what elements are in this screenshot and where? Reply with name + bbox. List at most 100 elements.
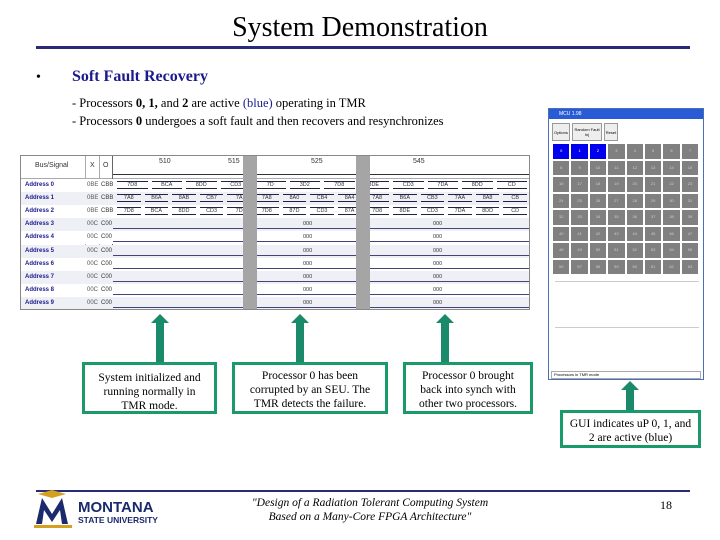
processor-cell[interactable]: 32 — [553, 210, 570, 225]
processor-cell[interactable]: 2 — [589, 144, 607, 159]
processor-cell[interactable]: 22 — [663, 177, 680, 192]
fault-inject-button[interactable]: Random Fault Inj — [572, 123, 602, 141]
signal-x-value: 00C — [87, 273, 99, 280]
processor-cell[interactable]: 59 — [608, 259, 625, 274]
processor-cell[interactable]: 62 — [663, 259, 680, 274]
bus-segment: 7D8 — [117, 207, 141, 216]
processor-cell[interactable]: 4 — [626, 144, 643, 159]
processor-cell[interactable]: 58 — [589, 259, 607, 274]
processor-cell[interactable]: 18 — [589, 177, 607, 192]
processor-cell[interactable]: 12 — [626, 160, 643, 175]
processor-cell[interactable]: 44 — [626, 226, 643, 241]
processor-cell[interactable]: 24 — [553, 193, 570, 208]
bus-segment: CD — [503, 207, 527, 216]
montana-state-logo: MONTANA STATE UNIVERSITY — [34, 490, 158, 528]
processor-cell[interactable]: 48 — [553, 243, 570, 258]
processor-cell[interactable]: 31 — [681, 193, 699, 208]
bullet-heading: Soft Fault Recovery — [72, 68, 208, 85]
processor-cell[interactable]: 27 — [608, 193, 625, 208]
signal-value: 000 — [303, 273, 313, 280]
processor-cell[interactable]: 57 — [571, 259, 588, 274]
processor-cell[interactable]: 8 — [553, 160, 570, 175]
text: undergoes a soft fault and then recovers… — [142, 114, 444, 128]
text: operating in TMR — [272, 96, 366, 110]
processor-cell[interactable]: 5 — [644, 144, 662, 159]
text: 2 — [182, 96, 189, 110]
bus-segment: CB7 — [199, 194, 224, 203]
processor-cell[interactable]: 9 — [571, 160, 588, 175]
processor-cell[interactable]: 49 — [571, 243, 588, 258]
processor-cell[interactable]: 3 — [608, 144, 625, 159]
processor-cell[interactable]: 38 — [663, 210, 680, 225]
signal-o-value: C00 — [101, 260, 113, 267]
processor-cell[interactable]: 39 — [681, 210, 699, 225]
processor-cell[interactable]: 14 — [663, 160, 680, 175]
processor-cell[interactable]: 1 — [571, 144, 588, 159]
processor-cell[interactable]: 11 — [608, 160, 625, 175]
processor-cell[interactable]: 43 — [608, 226, 625, 241]
processor-cell[interactable]: 63 — [681, 259, 699, 274]
callout-initialized: System initialized and running normally … — [82, 362, 217, 414]
processor-cell[interactable]: 10 — [589, 160, 607, 175]
processor-cell[interactable]: 33 — [571, 210, 588, 225]
processor-cell[interactable]: 17 — [571, 177, 588, 192]
resync-marker-bar — [356, 156, 370, 309]
bus-segment: 7D — [255, 181, 286, 189]
processor-cell[interactable]: 40 — [553, 226, 570, 241]
processor-cell[interactable]: 28 — [626, 193, 643, 208]
processor-cell[interactable]: 7 — [681, 144, 699, 159]
processor-cell[interactable]: 54 — [663, 243, 680, 258]
processor-cell[interactable]: 45 — [644, 226, 662, 241]
processor-cell[interactable]: 47 — [681, 226, 699, 241]
processor-cell[interactable]: 37 — [644, 210, 662, 225]
processor-cell[interactable]: 50 — [589, 243, 607, 258]
processor-cell[interactable]: 29 — [644, 193, 662, 208]
processor-cell[interactable]: 30 — [663, 193, 680, 208]
processor-cell[interactable]: 41 — [571, 226, 588, 241]
text: - Processors — [72, 114, 136, 128]
options-button[interactable]: Options — [552, 123, 570, 141]
processor-cell[interactable]: 61 — [644, 259, 662, 274]
text: are active — [188, 96, 243, 110]
bus-segment: 7A8 — [255, 194, 279, 203]
processor-cell[interactable]: 16 — [553, 177, 570, 192]
signal-name: Address 5 — [25, 247, 55, 254]
text: (blue) — [242, 96, 273, 110]
bus-segment: 8A8 — [475, 194, 500, 203]
signal-x-value: 0BE — [87, 195, 99, 202]
title-divider — [36, 46, 690, 49]
processor-cell[interactable]: 51 — [608, 243, 625, 258]
processor-cell[interactable]: 53 — [644, 243, 662, 258]
processor-cell[interactable]: 6 — [663, 144, 680, 159]
processor-cell[interactable]: 36 — [626, 210, 643, 225]
signal-value: 000 — [433, 221, 443, 228]
processor-cell[interactable]: 56 — [553, 259, 570, 274]
processor-cell[interactable]: 15 — [681, 160, 699, 175]
processor-cell[interactable]: 60 — [626, 259, 643, 274]
processor-cell[interactable]: 21 — [644, 177, 662, 192]
bus-segment: 7AA — [448, 194, 472, 203]
signal-x-value: 0BE — [87, 182, 99, 188]
processor-cell[interactable]: 19 — [608, 177, 625, 192]
bus-segment: CD3 — [220, 181, 251, 189]
processor-cell[interactable]: 42 — [589, 226, 607, 241]
processor-cell[interactable]: 55 — [681, 243, 699, 258]
signal-value: 000 — [303, 286, 313, 293]
bus-segment: CD3 — [199, 207, 224, 216]
bullet-marker: • — [36, 70, 41, 85]
processor-cell[interactable]: 25 — [571, 193, 588, 208]
reset-button[interactable]: Reset — [604, 123, 618, 141]
processor-cell[interactable]: 52 — [626, 243, 643, 258]
processor-cell[interactable]: 46 — [663, 226, 680, 241]
processor-cell[interactable]: 34 — [589, 210, 607, 225]
processor-cell[interactable]: 35 — [608, 210, 625, 225]
processor-cell[interactable]: 20 — [626, 177, 643, 192]
processor-cell[interactable]: 13 — [644, 160, 662, 175]
processor-cell[interactable]: 23 — [681, 177, 699, 192]
processor-cell[interactable]: 0 — [553, 144, 570, 159]
processor-cell[interactable]: 26 — [589, 193, 607, 208]
text: - Processors — [72, 96, 136, 110]
